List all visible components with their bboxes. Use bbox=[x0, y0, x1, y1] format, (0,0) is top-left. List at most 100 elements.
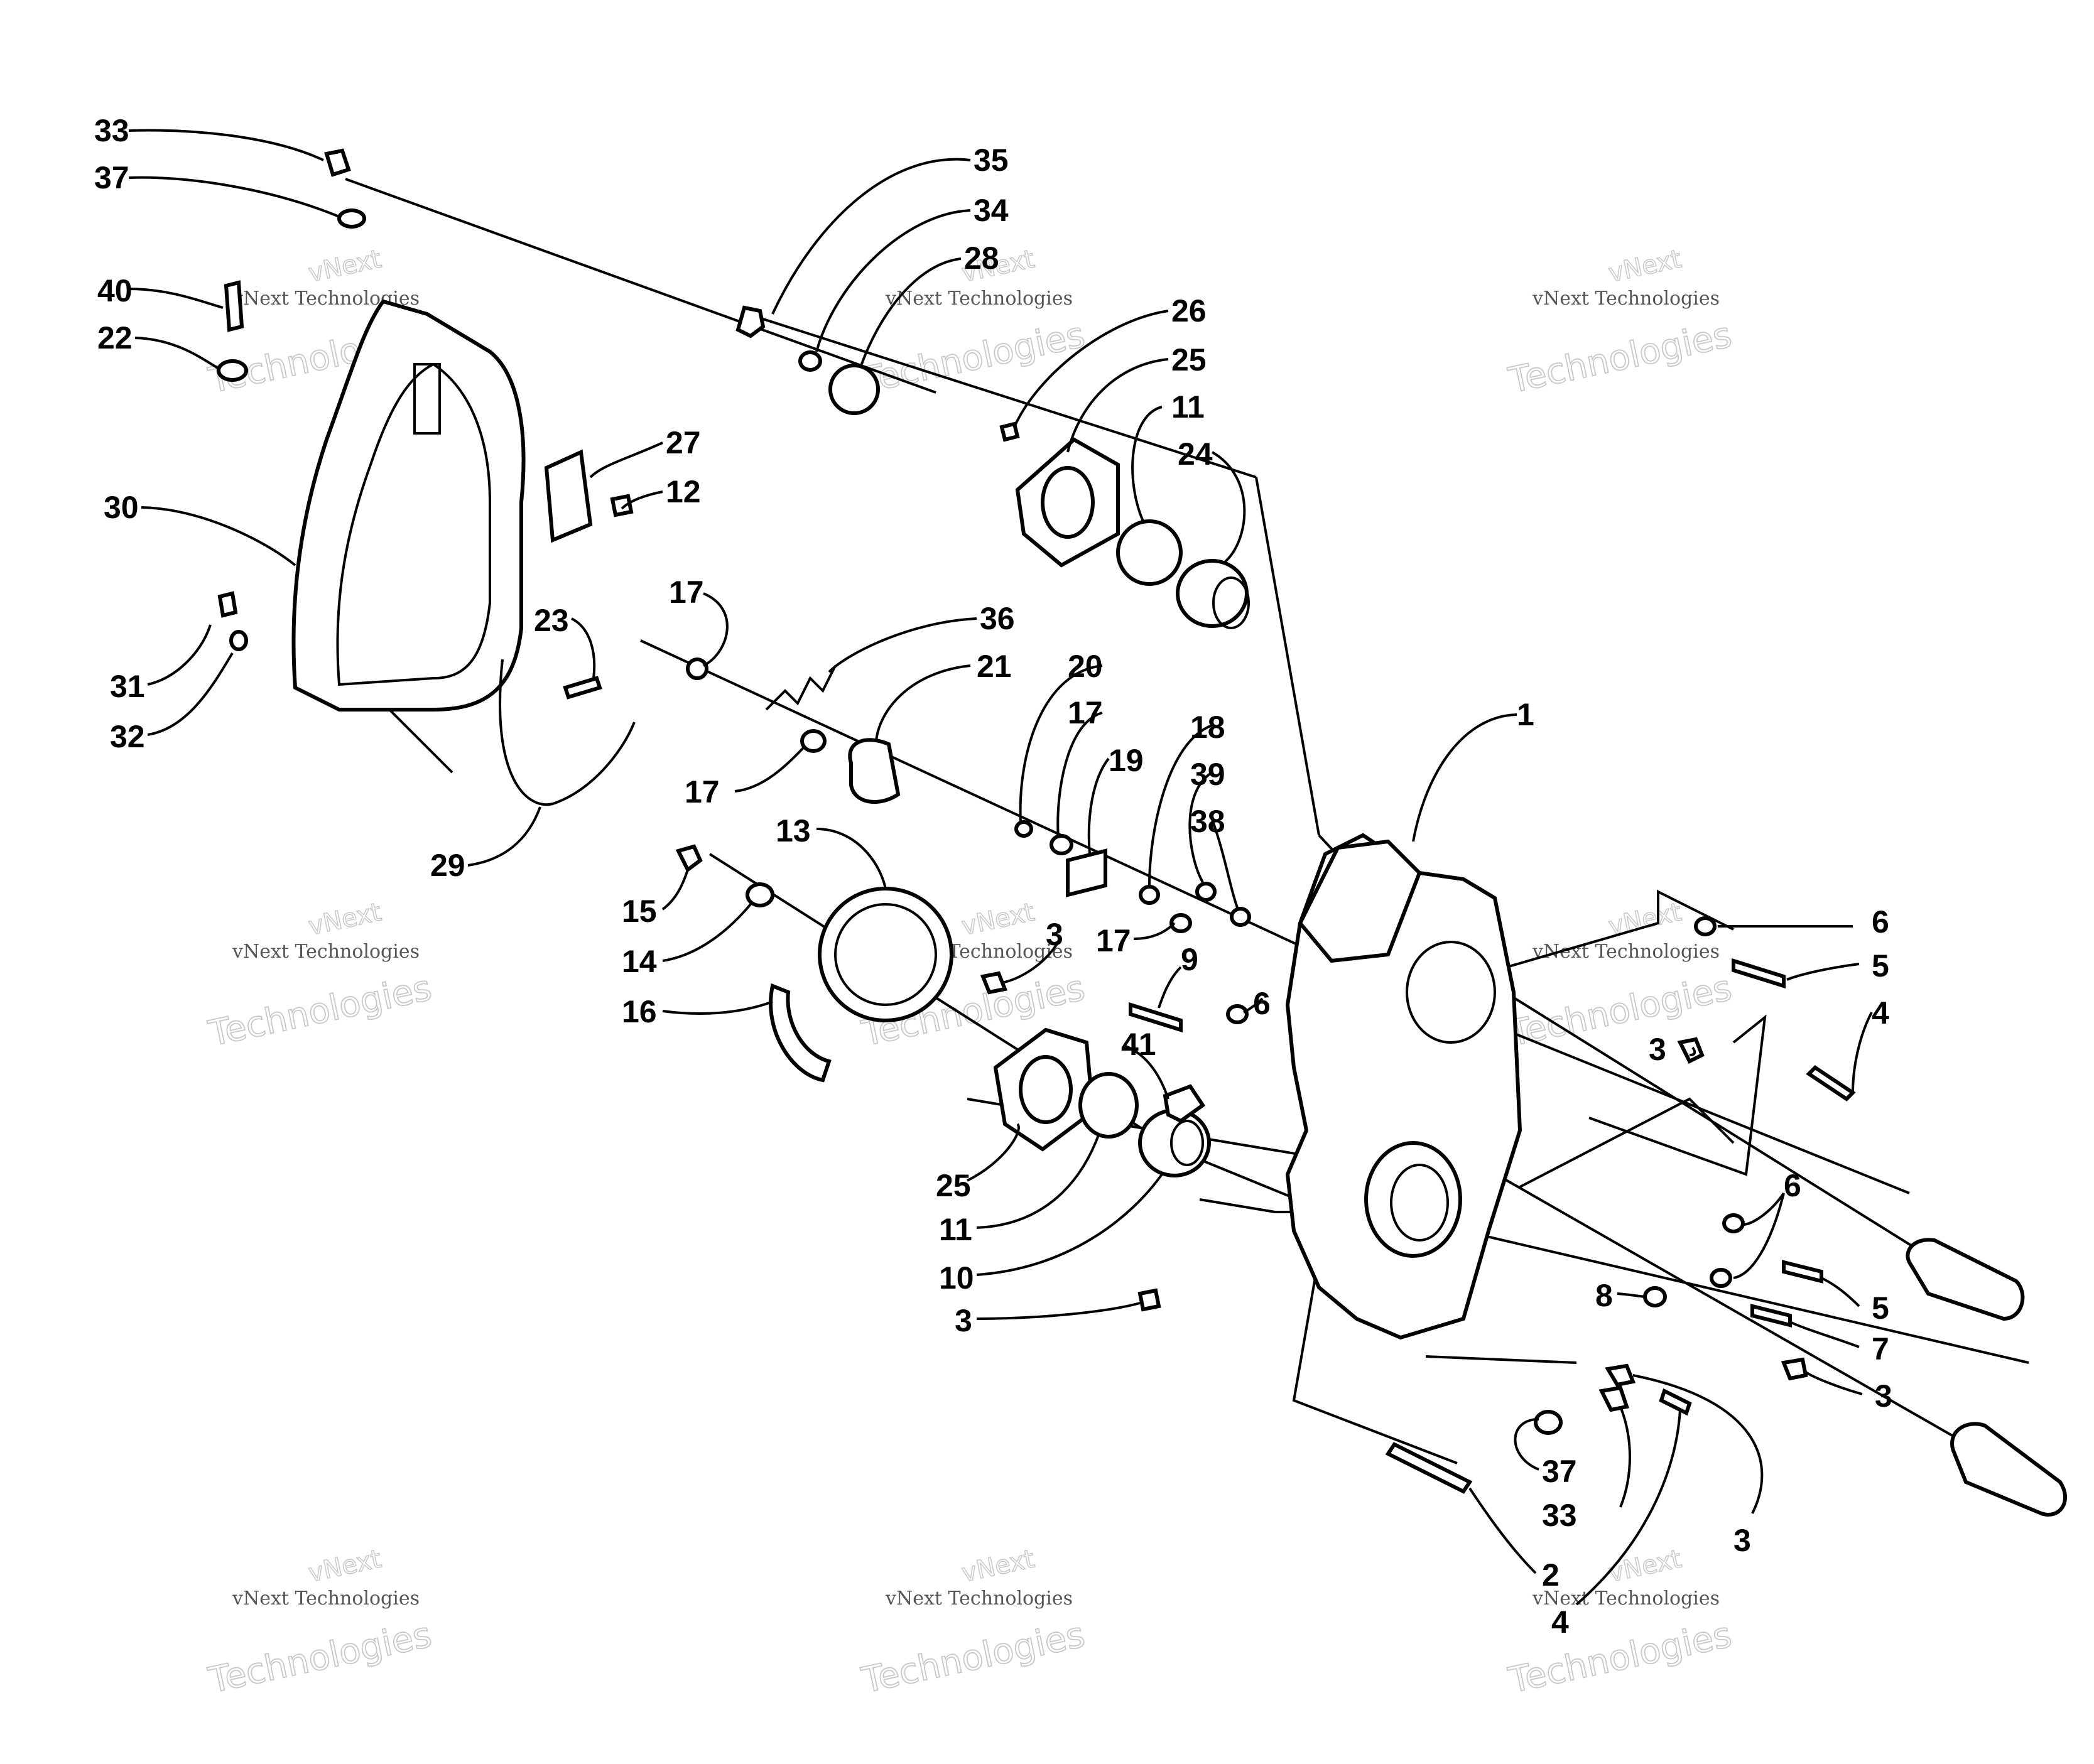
bearing-10 bbox=[1138, 1108, 1211, 1177]
watermark: vNext vNext Technologies Technologies bbox=[857, 1544, 1088, 1702]
callout-8: 8 bbox=[1595, 1278, 1613, 1313]
callout-12: 12 bbox=[666, 474, 701, 509]
nut-3a bbox=[980, 971, 1008, 995]
callout-3: 3 bbox=[955, 1303, 972, 1338]
leader-37b bbox=[1514, 1418, 1539, 1471]
spacer-39 bbox=[1195, 882, 1217, 902]
axis-bolt-4 bbox=[1588, 1014, 1767, 1176]
washer-6c bbox=[1710, 1268, 1732, 1288]
callout-31: 31 bbox=[110, 669, 145, 704]
leader-4a bbox=[1852, 1012, 1873, 1093]
washer-17b bbox=[800, 729, 827, 753]
leader-33a bbox=[128, 129, 324, 161]
leader-2 bbox=[1468, 1487, 1537, 1574]
watermark-line1: vNext bbox=[306, 244, 384, 288]
callout-35: 35 bbox=[974, 143, 1009, 178]
washer-22 bbox=[217, 359, 248, 382]
callout-25: 25 bbox=[1171, 342, 1207, 377]
leader-36 bbox=[828, 617, 977, 673]
washer-17d bbox=[1169, 913, 1192, 933]
callout-33: 33 bbox=[94, 113, 129, 148]
bearing-10-face bbox=[1170, 1120, 1204, 1166]
nut-26 bbox=[999, 421, 1020, 442]
callout-19: 19 bbox=[1109, 743, 1144, 778]
callout-4: 4 bbox=[1551, 1604, 1569, 1640]
nut-3d bbox=[1781, 1357, 1808, 1381]
leader-41 bbox=[1124, 1044, 1169, 1100]
bearing-24-face bbox=[1212, 576, 1250, 629]
leader-20 bbox=[1019, 664, 1103, 823]
callout-5: 5 bbox=[1872, 1291, 1889, 1326]
callout-2: 2 bbox=[1542, 1557, 1560, 1593]
leader-26 bbox=[1013, 310, 1169, 428]
drive-chain bbox=[499, 659, 636, 806]
axis-bolt-2 bbox=[1292, 1255, 1458, 1464]
callout-labels: 33 37 40 22 30 31 32 27 12 23 29 35 34 2… bbox=[94, 113, 1892, 1640]
callout-11: 11 bbox=[939, 1212, 972, 1247]
leader-17d bbox=[1133, 922, 1176, 940]
washer-37a bbox=[337, 208, 366, 229]
callout-32: 32 bbox=[110, 719, 145, 754]
cover-window-frame bbox=[413, 363, 441, 435]
callout-23: 23 bbox=[534, 603, 569, 638]
leader-22 bbox=[134, 337, 221, 371]
bolt-4a bbox=[1806, 1065, 1856, 1101]
callout-25: 25 bbox=[936, 1168, 971, 1203]
watermark-line2: vNext Technologies bbox=[885, 1588, 1073, 1610]
callout-18: 18 bbox=[1190, 710, 1225, 745]
nut-3e bbox=[1605, 1363, 1636, 1387]
leader-25a bbox=[1066, 358, 1169, 453]
callout-16: 16 bbox=[622, 994, 657, 1029]
watermark-line3: Technologies bbox=[858, 315, 1088, 402]
leader-21 bbox=[875, 664, 971, 742]
callout-leaders bbox=[128, 129, 1873, 1606]
leader-5b bbox=[1821, 1277, 1860, 1307]
leader-35 bbox=[771, 158, 971, 315]
leader-17b bbox=[734, 746, 805, 793]
leader-12 bbox=[621, 490, 663, 510]
leader-29 bbox=[467, 806, 541, 867]
seal-upper bbox=[1116, 519, 1183, 586]
callout-39: 39 bbox=[1190, 757, 1225, 792]
callout-15: 15 bbox=[622, 894, 657, 929]
callout-27: 27 bbox=[666, 425, 701, 460]
leader-17c bbox=[1056, 712, 1103, 839]
callout-6: 6 bbox=[1872, 904, 1889, 939]
washer-17a bbox=[686, 657, 708, 680]
leader-31 bbox=[147, 624, 212, 686]
nut-33a bbox=[324, 148, 351, 177]
watermark-line3: Technologies bbox=[1505, 1615, 1735, 1702]
bearing-flange-lower-bore bbox=[1019, 1055, 1073, 1124]
watermark-line3: Technologies bbox=[205, 1615, 435, 1702]
tensioner-spring bbox=[765, 665, 837, 711]
callout-37: 37 bbox=[1542, 1454, 1577, 1489]
callout-5: 5 bbox=[1872, 948, 1889, 983]
leader-25b bbox=[967, 1123, 1020, 1182]
watermark: vNext vNext Technologies Technologies bbox=[1504, 1544, 1735, 1702]
axis-tensioner bbox=[640, 639, 1320, 956]
callout-17: 17 bbox=[1068, 695, 1103, 730]
callout-29: 29 bbox=[430, 848, 465, 883]
leader-23 bbox=[571, 617, 596, 679]
leader-11b bbox=[976, 1133, 1100, 1229]
watermark-line3: Technologies bbox=[1505, 315, 1735, 402]
axis-bearing-upper bbox=[747, 313, 1257, 479]
bolt-7 bbox=[1750, 1304, 1792, 1328]
callout-34: 34 bbox=[974, 193, 1009, 228]
leader-39 bbox=[1188, 771, 1213, 883]
bolt-2 bbox=[1385, 1442, 1473, 1494]
callout-1: 1 bbox=[1517, 697, 1534, 732]
washer-17c bbox=[1050, 834, 1073, 855]
axis-washer-37 bbox=[1425, 1355, 1577, 1364]
parts bbox=[217, 148, 2068, 1517]
watermark-line3: Technologies bbox=[205, 968, 435, 1055]
leader-3a bbox=[1001, 941, 1060, 984]
pin-23 bbox=[563, 676, 602, 700]
leader-1 bbox=[1412, 713, 1517, 842]
nut-35 bbox=[735, 305, 766, 338]
callout-3: 3 bbox=[1875, 1378, 1892, 1414]
watermark-line1: vNext bbox=[1606, 1544, 1684, 1588]
nut-3c bbox=[1137, 1288, 1161, 1312]
fitting-41 bbox=[1163, 1084, 1206, 1123]
bolt-5b bbox=[1782, 1260, 1823, 1284]
